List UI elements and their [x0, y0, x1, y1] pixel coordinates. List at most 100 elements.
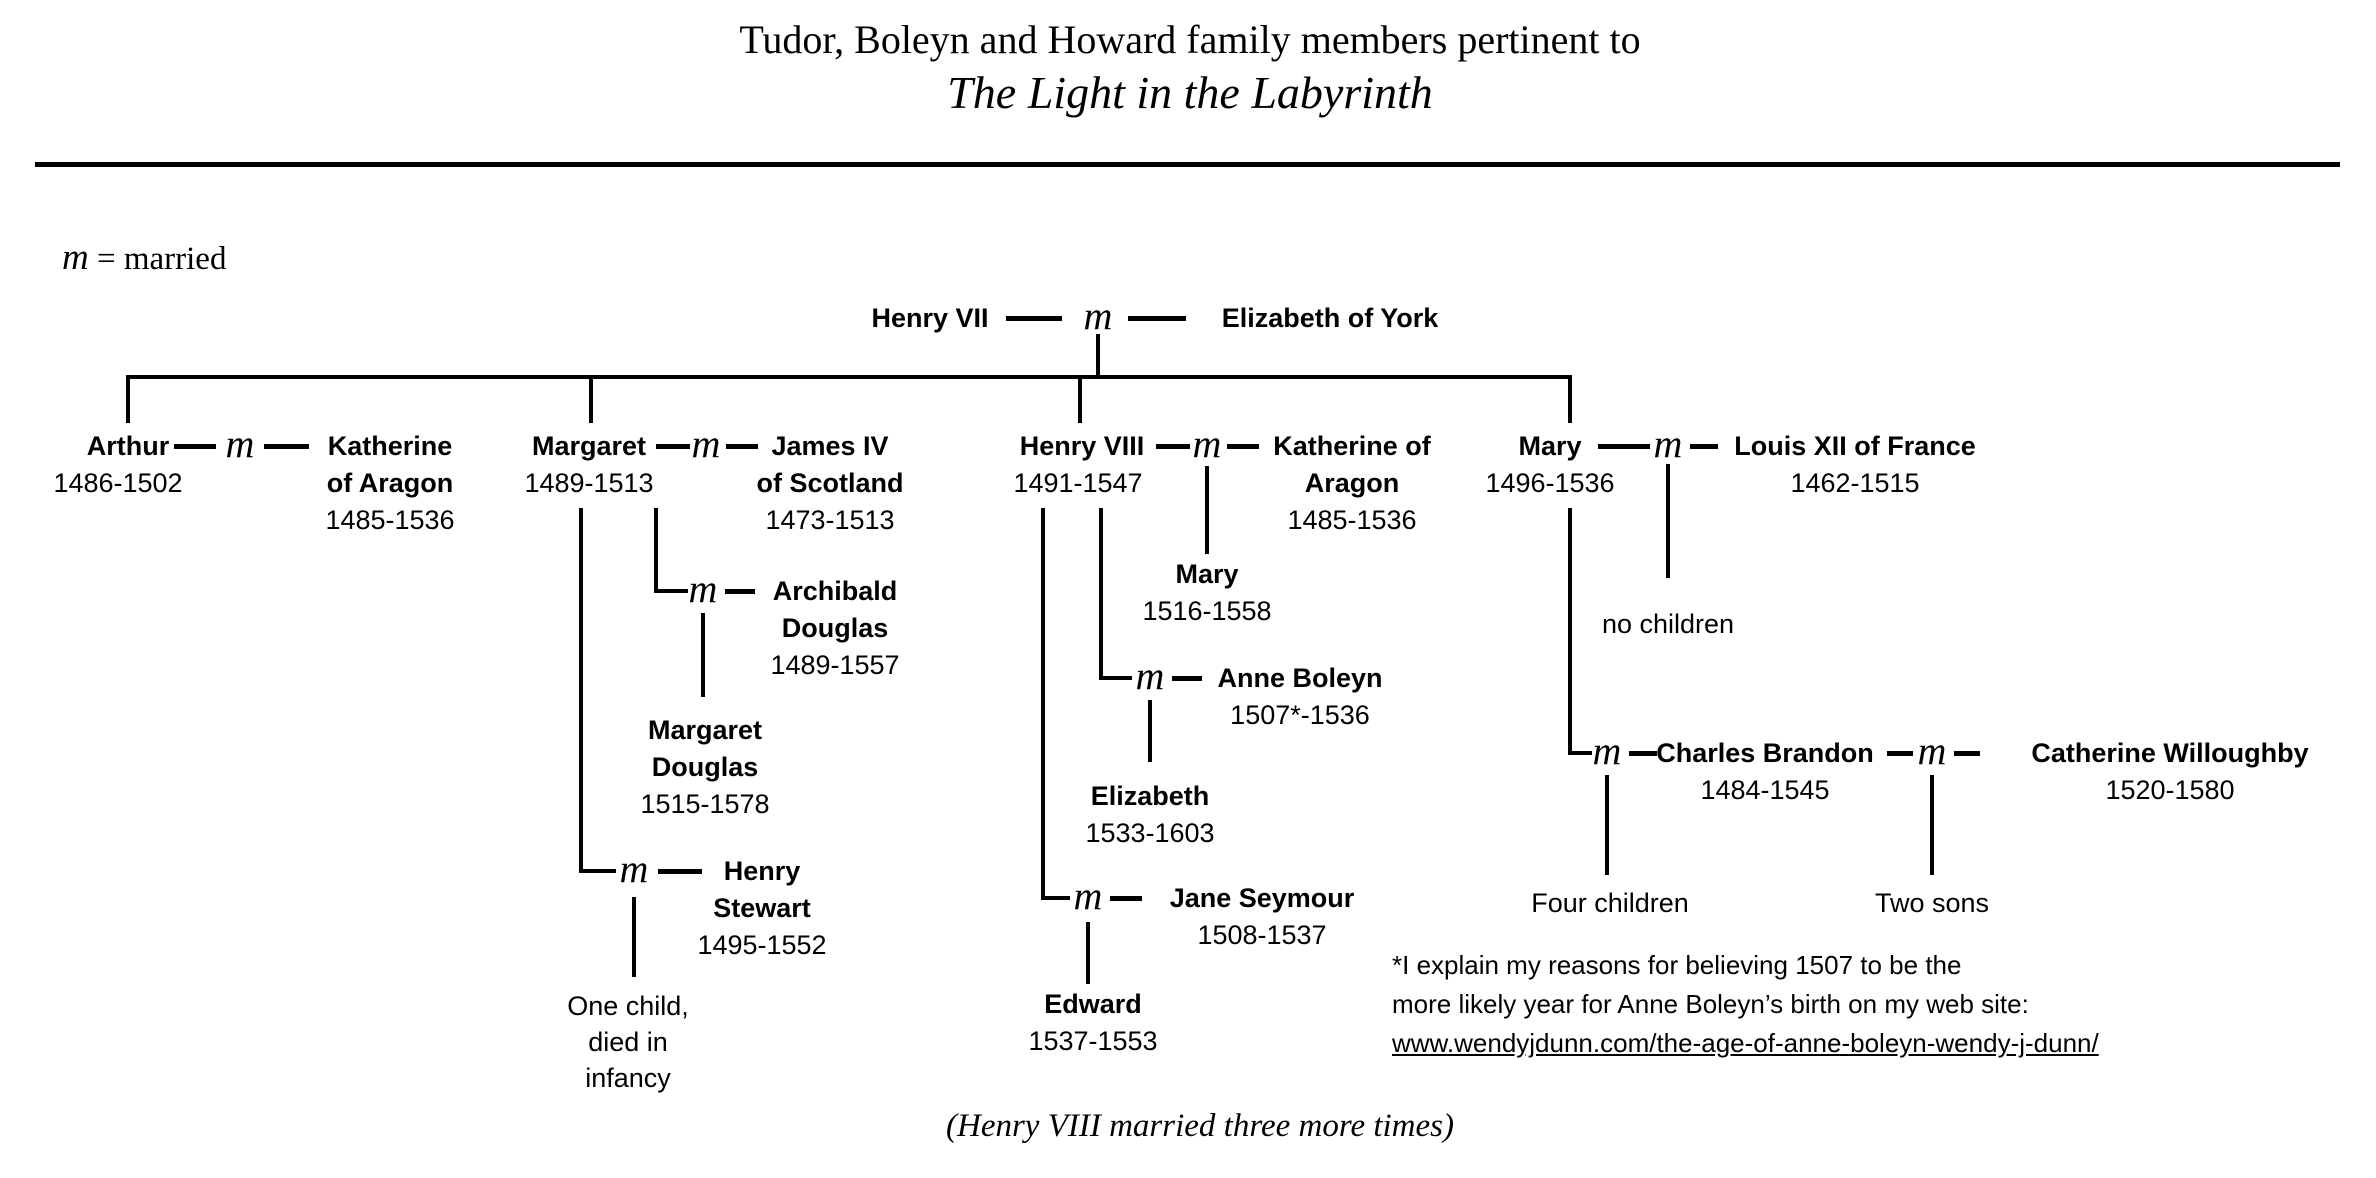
arthur-name: Arthur	[86, 431, 170, 461]
book-title: The Light in the Labyrinth	[947, 67, 1433, 118]
connector-sibling-bar	[126, 375, 1572, 379]
connector-henry8-anne	[1099, 508, 1103, 680]
katherine-aragon-b-name-line1: Katherine of	[1273, 431, 1431, 461]
edward-dates: 1537-1553	[1028, 1026, 1158, 1056]
katherine-aragon-a-dates: 1485-1536	[325, 505, 455, 535]
marriage-symbol-henry8-anne: m	[1135, 653, 1165, 698]
marriage-symbol-brandon-willoughby: m	[1917, 728, 1947, 773]
legend: m = married	[62, 238, 226, 279]
connector-trunk	[1096, 334, 1100, 377]
connector-elbow-stewart	[579, 869, 616, 873]
elizabeth-of-york-name: Elizabeth of York	[1221, 303, 1439, 333]
james4-dates: 1473-1513	[765, 505, 895, 535]
marriage-symbol-margaret-stewart: m	[619, 846, 649, 891]
connector-drop-mary	[1568, 375, 1572, 423]
henry-vii-name: Henry VII	[871, 303, 989, 333]
arthur-dates: 1486-1502	[53, 468, 183, 498]
margaret-douglas-dates: 1515-1578	[640, 789, 770, 819]
marriage-symbol-margaret-james: m	[691, 421, 721, 466]
katherine-aragon-a-name-line2: of Aragon	[326, 468, 454, 498]
marriage-symbol-henry7: m	[1083, 293, 1113, 338]
connector-elbow-brandon	[1568, 751, 1592, 755]
edward-name: Edward	[1044, 989, 1142, 1019]
elizabeth-daughter-name: Elizabeth	[1090, 781, 1210, 811]
marriage-symbol-arthur: m	[225, 421, 255, 466]
footnote-line1: *I explain my reasons for believing 1507…	[1392, 950, 1962, 980]
henry8-name: Henry VIII	[1019, 431, 1145, 461]
katherine-aragon-b-dates: 1485-1536	[1287, 505, 1417, 535]
louis12-name: Louis XII of France	[1734, 431, 1976, 461]
connector-drop-margaret	[589, 375, 593, 423]
footnote-url-link[interactable]: www.wendyjdunn.com/the-age-of-anne-boley…	[1392, 1028, 2099, 1058]
legend-married-symbol: m	[62, 237, 89, 278]
marriage-dash	[1954, 751, 1980, 756]
charles-brandon-dates: 1484-1545	[1700, 775, 1830, 805]
connector-drop-henry8	[1078, 375, 1082, 423]
marriage-symbol-henry8-jane: m	[1073, 873, 1103, 918]
marriage-symbol-mary-louis: m	[1653, 421, 1683, 466]
connector-willoughby-children	[1930, 775, 1934, 875]
connector-archibald-child	[701, 613, 705, 697]
mary-tudor-dates: 1496-1536	[1485, 468, 1615, 498]
footnote-line2: more likely year for Anne Boleyn’s birth…	[1392, 989, 2029, 1019]
marriage-dash	[1690, 444, 1718, 449]
marriage-dash	[726, 444, 758, 449]
anne-boleyn-name: Anne Boleyn	[1217, 663, 1383, 693]
connector-stewart-child	[632, 897, 636, 977]
connector-elbow-archibald	[654, 589, 688, 593]
marriage-dash	[264, 444, 309, 449]
elizabeth-daughter-dates: 1533-1603	[1085, 818, 1215, 848]
marriage-dash	[1156, 444, 1190, 449]
marriage-dash	[725, 589, 755, 594]
marriage-dash	[1006, 316, 1062, 321]
marriage-symbol-mary-brandon: m	[1592, 728, 1622, 773]
one-child-note-line3: infancy	[585, 1063, 671, 1093]
connector-margaret-stewart	[579, 508, 583, 873]
bottom-note: (Henry VIII married three more times)	[946, 1108, 1454, 1144]
marriage-dash	[1110, 896, 1142, 901]
henry8-dates: 1491-1547	[1013, 468, 1143, 498]
katherine-aragon-a-name-line1: Katherine	[327, 431, 453, 461]
no-children-note: no children	[1601, 609, 1735, 639]
connector-henry8-jane	[1041, 508, 1045, 900]
archibald-dates: 1489-1557	[770, 650, 900, 680]
connector-henry8-katherine-child	[1205, 466, 1209, 554]
archibald-name-line2: Douglas	[781, 613, 889, 643]
one-child-note-line2: died in	[588, 1027, 668, 1057]
page-title: Tudor, Boleyn and Howard family members …	[739, 17, 1641, 62]
connector-elbow-anne	[1099, 676, 1132, 680]
marriage-dash	[658, 869, 702, 874]
marriage-dash	[174, 444, 216, 449]
connector-brandon-children	[1605, 775, 1609, 875]
margaret-dates: 1489-1513	[524, 468, 654, 498]
marriage-symbol-margaret-archibald: m	[688, 566, 718, 611]
james4-name-line1: James IV	[771, 431, 889, 461]
marriage-dash	[1598, 444, 1650, 449]
henry-stewart-name-line1: Henry	[723, 856, 801, 886]
marriage-dash	[656, 444, 690, 449]
catherine-willoughby-dates: 1520-1580	[2105, 775, 2235, 805]
connector-elbow-jane	[1041, 896, 1070, 900]
james4-name-line2: of Scotland	[756, 468, 904, 498]
marriage-dash	[1172, 676, 1202, 681]
title-divider-rule	[35, 162, 2340, 167]
mary-tudor-name: Mary	[1518, 431, 1582, 461]
anne-boleyn-dates: 1507*-1536	[1230, 700, 1370, 730]
legend-married-text: = married	[88, 241, 227, 277]
two-sons-note: Two sons	[1874, 888, 1990, 918]
louis12-dates: 1462-1515	[1790, 468, 1920, 498]
connector-anne-child	[1148, 700, 1152, 762]
one-child-note-line1: One child,	[567, 991, 689, 1021]
henry-stewart-dates: 1495-1552	[697, 930, 827, 960]
catherine-willoughby-name: Catherine Willoughby	[2031, 738, 2309, 768]
marriage-dash	[1887, 751, 1913, 756]
archibald-name-line1: Archibald	[772, 576, 898, 606]
margaret-douglas-name-line1: Margaret	[647, 715, 763, 745]
jane-seymour-name: Jane Seymour	[1169, 883, 1355, 913]
marriage-symbol-henry8-katherine: m	[1192, 421, 1222, 466]
katherine-aragon-b-name-line2: Aragon	[1304, 468, 1400, 498]
connector-mary-louis-child	[1666, 464, 1670, 578]
mary-daughter-dates: 1516-1558	[1142, 596, 1272, 626]
henry-stewart-name-line2: Stewart	[713, 893, 811, 923]
